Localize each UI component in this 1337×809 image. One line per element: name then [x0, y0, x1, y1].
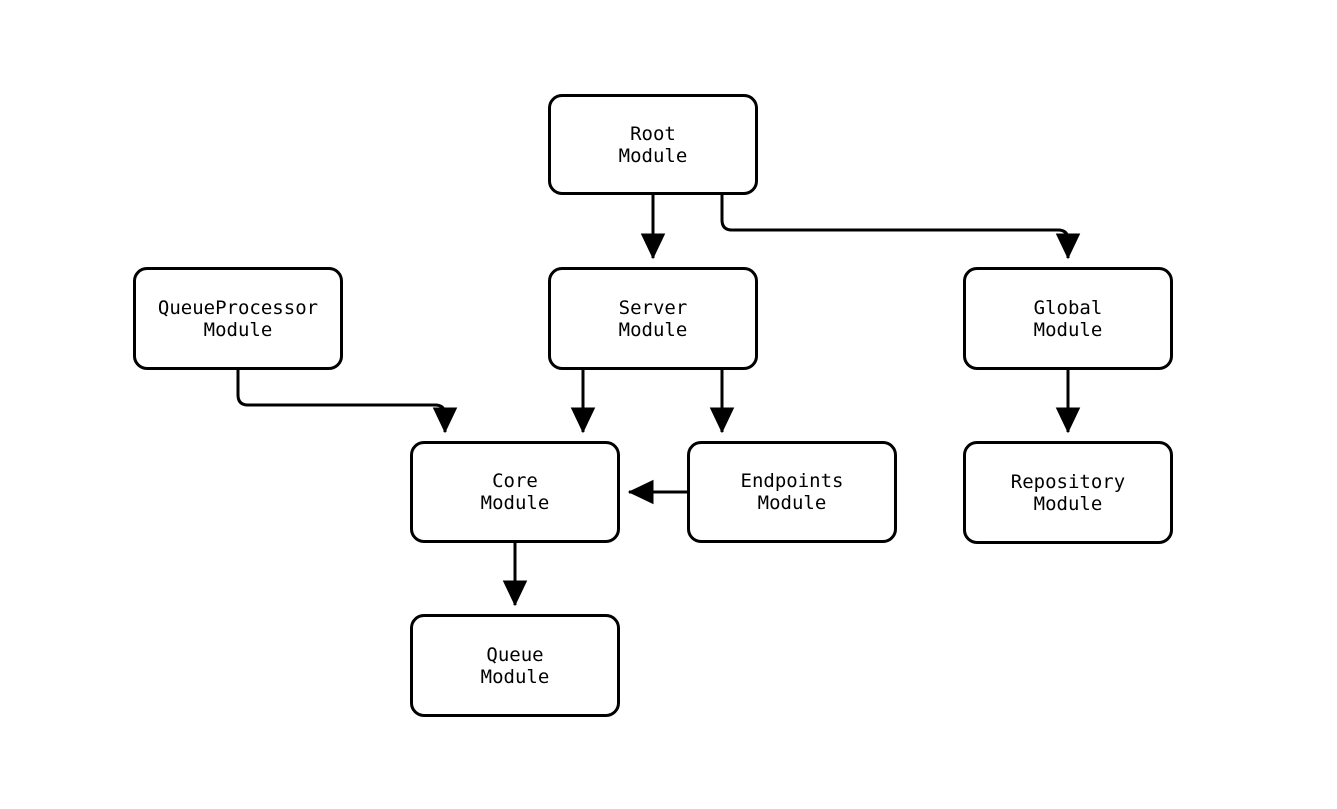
- node-core-title: Core: [492, 470, 538, 492]
- node-queueprocessor-title: QueueProcessor: [157, 296, 319, 319]
- node-endpoints-title: Endpoints: [740, 470, 844, 492]
- edge-queueprocessor-to-core: [236, 370, 458, 434]
- node-repository-title: Repository: [1010, 470, 1126, 493]
- node-global-title: Global: [1033, 296, 1103, 319]
- node-root-title: Root: [630, 122, 676, 145]
- node-root-subtitle: Module: [618, 144, 688, 167]
- node-endpoints-subtitle: Module: [757, 492, 827, 514]
- node-global-subtitle: Module: [1033, 318, 1103, 341]
- node-queueprocessor-subtitle: Module: [203, 318, 273, 341]
- node-queue-title: Queue: [486, 643, 544, 666]
- edge-root-to-global: [720, 195, 1081, 260]
- node-repository-subtitle: Module: [1033, 492, 1103, 515]
- node-server-subtitle: Module: [618, 318, 688, 341]
- node-core-subtitle: Module: [480, 492, 550, 514]
- node-queue-subtitle: Module: [480, 665, 550, 688]
- node-server-title: Server: [618, 296, 688, 319]
